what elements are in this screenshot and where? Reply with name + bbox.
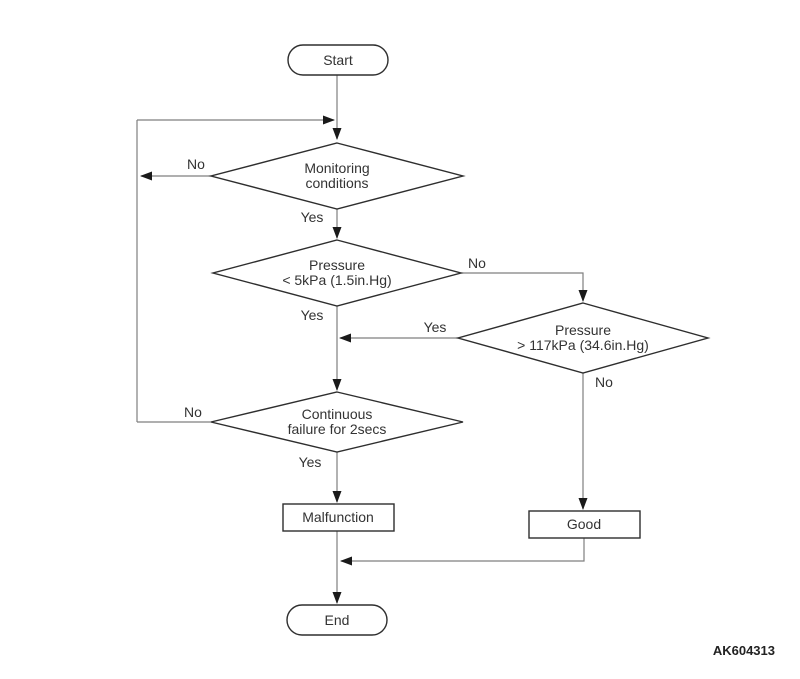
edge-good-to-merge (340, 538, 585, 566)
pressure-high-no-label: No (595, 374, 613, 390)
pressure-high-yes-label: Yes (424, 319, 447, 335)
node-labels: Start Monitoring conditions Pressure < 5… (282, 52, 649, 628)
continuous-failure-decision (210, 391, 464, 453)
end-node (286, 604, 388, 636)
pressure-high-decision (455, 302, 711, 374)
nodes (208, 44, 711, 636)
pressure-high-label-line2: > 117kPa (34.6in.Hg) (517, 337, 649, 353)
end-node-label: End (325, 612, 350, 628)
pressure-low-label-line1: Pressure (309, 257, 365, 273)
figure-code: AK604313 (713, 643, 775, 658)
pressure-low-yes-label: Yes (301, 307, 324, 323)
monitoring-yes-label: Yes (301, 209, 324, 225)
monitoring-label-line1: Monitoring (304, 160, 369, 176)
malfunction-node-label: Malfunction (302, 509, 374, 525)
monitoring-no-label: No (187, 156, 205, 172)
good-node (528, 510, 641, 539)
start-node-label: Start (323, 52, 353, 68)
monitoring-conditions-decision (208, 142, 466, 210)
good-node-label: Good (567, 516, 601, 532)
monitoring-label-line2: conditions (305, 175, 368, 191)
continuous-failure-label-line1: Continuous (302, 406, 373, 422)
continuous-failure-label-line2: failure for 2secs (288, 421, 387, 437)
pressure-low-no-label: No (468, 255, 486, 271)
pressure-low-label-line2: < 5kPa (1.5in.Hg) (282, 272, 391, 288)
edge-pressure-low-no (461, 272, 588, 302)
branch-labels: No Yes No Yes Yes No No Yes (184, 156, 613, 470)
continuous-no-label: No (184, 404, 202, 420)
edges (136, 75, 588, 604)
start-node (287, 44, 389, 76)
continuous-yes-label: Yes (299, 454, 322, 470)
pressure-low-decision (210, 239, 464, 307)
malfunction-node (282, 503, 395, 532)
pressure-high-label-line1: Pressure (555, 322, 611, 338)
